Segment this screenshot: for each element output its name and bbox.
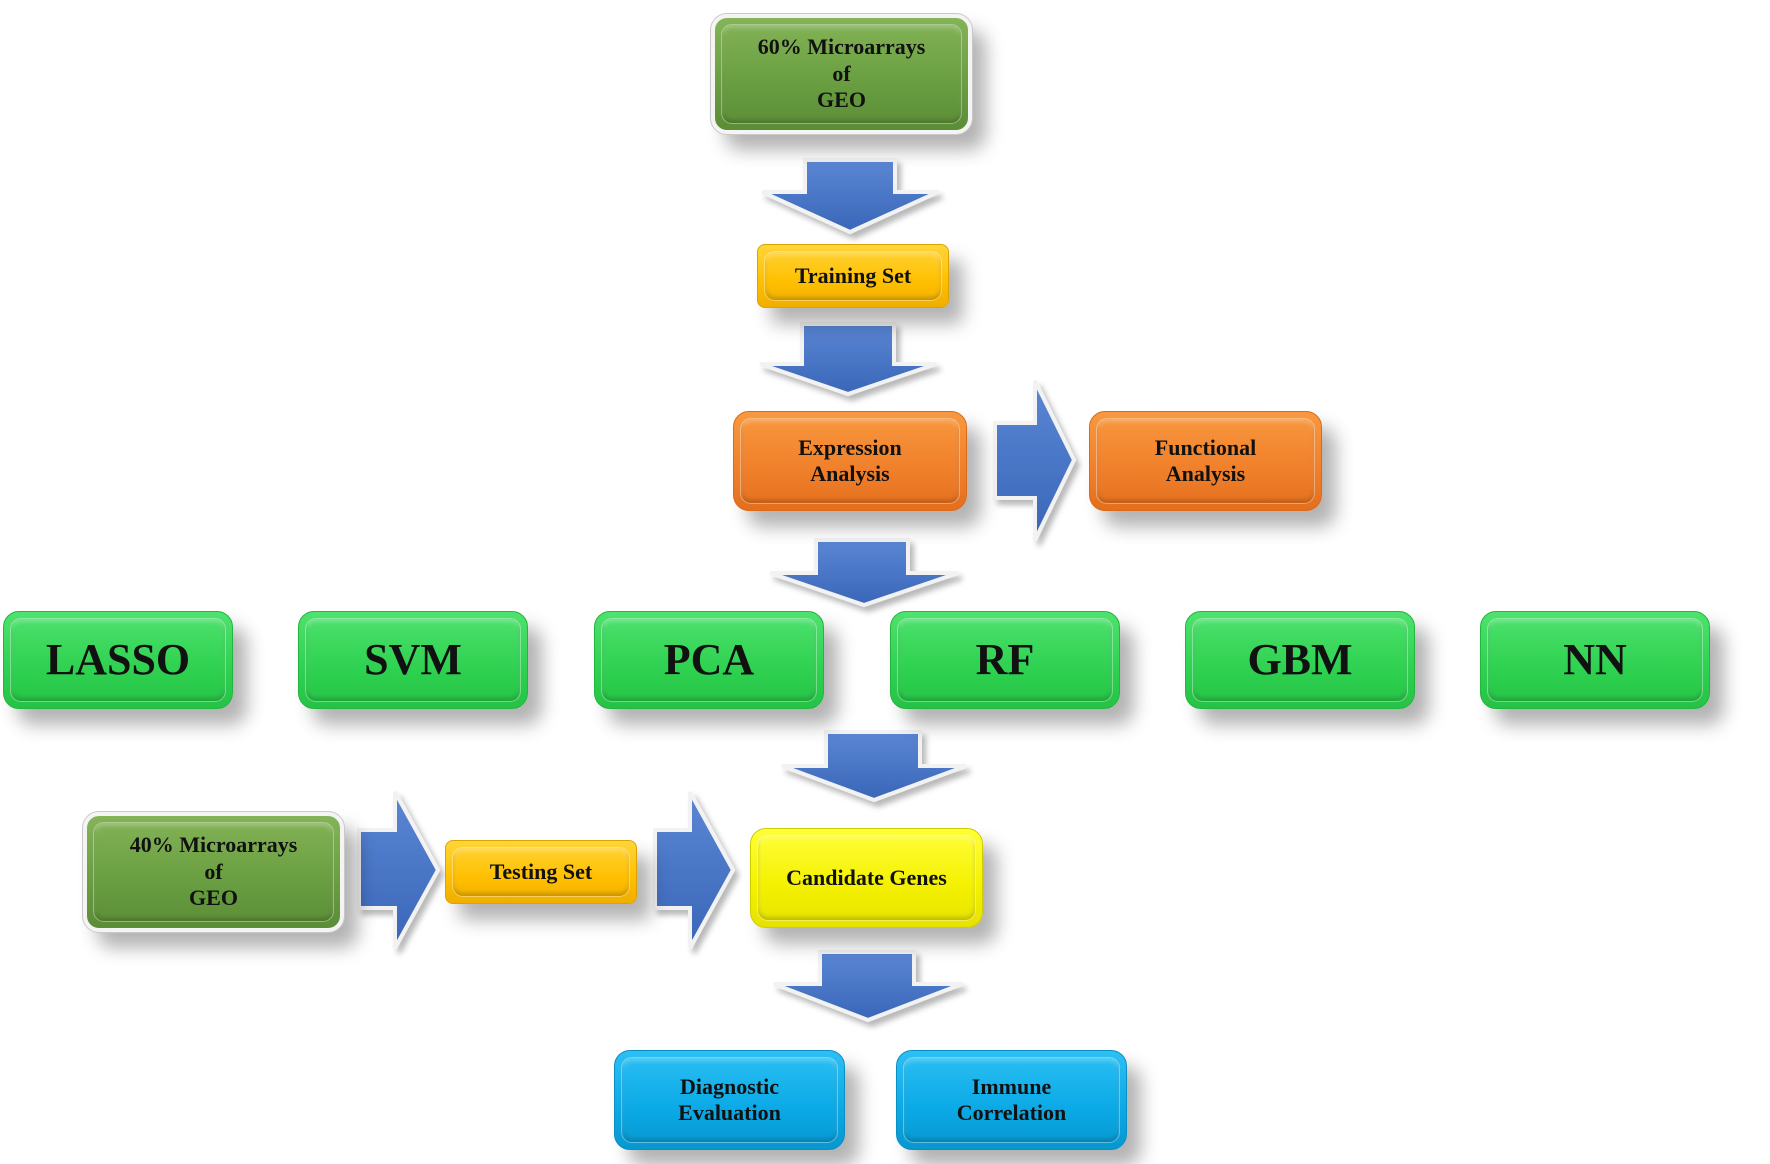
- training-set-box: Training Set: [757, 244, 949, 308]
- training-set-label: Training Set: [794, 262, 912, 288]
- arrow-right-testing-to-candidate: [653, 791, 736, 949]
- arrow-down-training-to-expression: [759, 322, 937, 397]
- testing-set-label: Testing Set: [489, 858, 593, 884]
- geo-testing-label: 40% Microarrays of GEO: [129, 832, 298, 911]
- geo-testing-box: 40% Microarrays of GEO: [82, 811, 345, 933]
- expression-analysis-label: Expression Analysis: [798, 434, 902, 486]
- arrow-down-candidate-to-outcomes: [773, 950, 963, 1023]
- method-box-gbm: GBM: [1185, 611, 1415, 709]
- immune-correlation-box: Immune Correlation: [896, 1050, 1127, 1150]
- expression-analysis-box: Expression Analysis: [733, 411, 967, 511]
- arrow-down-methods-to-candidate: [781, 730, 967, 803]
- arrow-down-expression-to-methods: [769, 538, 959, 608]
- method-box-svm: SVM: [298, 611, 528, 709]
- method-label-lasso: LASSO: [45, 634, 191, 684]
- method-box-lasso: LASSO: [3, 611, 233, 709]
- immune-correlation-label: Immune Correlation: [956, 1073, 1067, 1125]
- geo-training-label: 60% Microarrays of GEO: [757, 34, 926, 113]
- diagnostic-evaluation-box: Diagnostic Evaluation: [614, 1050, 845, 1150]
- functional-analysis-label: Functional Analysis: [1154, 434, 1257, 486]
- geo-training-box: 60% Microarrays of GEO: [710, 13, 973, 135]
- candidate-genes-label: Candidate Genes: [786, 864, 947, 890]
- candidate-genes-box: Candidate Genes: [750, 828, 983, 928]
- method-label-rf: RF: [975, 634, 1035, 684]
- functional-analysis-box: Functional Analysis: [1089, 411, 1322, 511]
- method-box-pca: PCA: [594, 611, 824, 709]
- method-label-svm: SVM: [364, 634, 462, 684]
- arrow-right-expression-to-functional: [993, 380, 1077, 541]
- testing-set-box: Testing Set: [445, 840, 637, 904]
- arrow-right-geo-to-testing: [357, 791, 441, 949]
- method-label-pca: PCA: [663, 634, 755, 684]
- diagnostic-evaluation-label: Diagnostic Evaluation: [678, 1073, 781, 1125]
- method-label-gbm: GBM: [1247, 634, 1353, 684]
- method-box-nn: NN: [1480, 611, 1710, 709]
- method-label-nn: NN: [1563, 634, 1627, 684]
- method-box-rf: RF: [890, 611, 1120, 709]
- arrow-down-geo-to-training: [761, 158, 939, 235]
